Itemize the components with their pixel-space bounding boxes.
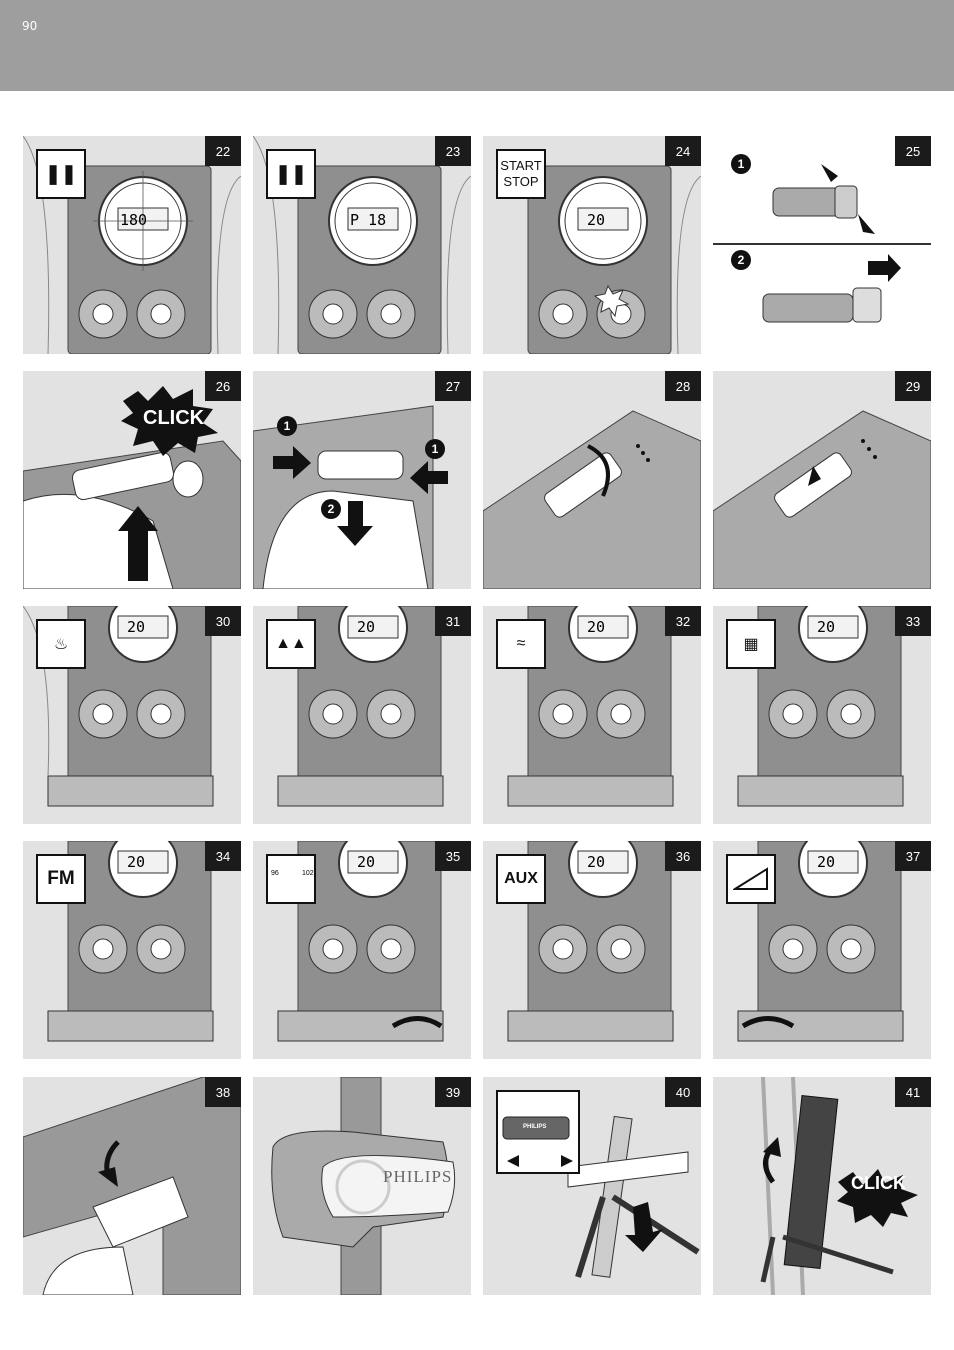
lcd-display: 20 [587,211,606,229]
step-30-panel: ♨ 20 30 [23,606,241,824]
step-32-panel: ≈ 20 32 [483,606,701,824]
device-sound-select-illustration [277,606,444,807]
device-volume-illustration [735,841,904,1042]
click-label: CLICK [851,1173,906,1193]
fm-icon: FM [36,854,86,904]
lcd-display: 20 [127,853,146,871]
lcd-display: 20 [357,618,376,636]
pause-icon: ❚❚ [36,149,86,199]
step-marker: 1 [425,439,445,459]
step-29-panel: 29 [713,371,931,589]
lcd-display: 20 [817,618,836,636]
step-38-panel: 38 [23,1077,241,1295]
step-31-panel: ▲▲ 20 31 [253,606,471,824]
step-37-panel: 20 37 [713,841,931,1059]
step-number: 23 [435,136,471,166]
device-start-illustration [527,165,701,354]
step-36-panel: AUX 20 36 [483,841,701,1059]
device-aux-illustration [507,841,674,1042]
insert-light-unit-illustration [23,386,241,589]
city-sound-icon: ▦ [726,619,776,669]
page-number: 90 [22,19,38,33]
step-22-panel: ❚❚ 180 22 [23,136,241,354]
step-40-panel: PHILIPS 40 [483,1077,701,1295]
light-unit-removal-illustration [713,164,931,323]
device-pause-illustration [253,136,471,354]
device-head-illustration [271,1077,456,1295]
device-sound-select-illustration [23,606,214,807]
brand-logo: PHILIPS [383,1167,453,1186]
step-number: 29 [895,371,931,401]
battery-cover-illustration [23,1077,241,1295]
lcd-display: P 18 [350,211,387,229]
step-number: 31 [435,606,471,636]
click-label: CLICK [143,407,205,429]
step-39-panel: PHILIPS 39 [253,1077,471,1295]
stop-label: STOP [503,174,539,189]
remove-light-unit-illustration [253,405,448,589]
freq-low: 96 [271,870,279,877]
step-26-panel: CLICK 26 [23,371,241,589]
step-number: 38 [205,1077,241,1107]
forest-sound-icon: ▲▲ [266,619,316,669]
step-number: 25 [895,136,931,166]
volume-icon [726,854,776,904]
device-fm-illustration [47,841,214,1042]
step-28-panel: 28 [483,371,701,589]
water-sound-icon: ≈ [496,619,546,669]
device-tuning-illustration [277,841,444,1042]
device-sound-select-illustration [737,606,904,807]
step-number: 30 [205,606,241,636]
light-selector-illustration [483,410,701,589]
step-marker: 1 [277,416,297,436]
lcd-display: 20 [817,853,836,871]
light-selector-illustration [713,410,931,589]
step-number: 35 [435,841,471,871]
fold-stand-illustration [760,1077,918,1295]
step-23-panel: ❚❚ P 18 23 [253,136,471,354]
step-27-panel: 1 2 1 27 [253,371,471,589]
lcd-display: 20 [127,618,146,636]
step-number: 36 [665,841,701,871]
frequency-scale-icon: 96 102 [266,854,316,904]
step-number: 27 [435,371,471,401]
step-number: 28 [665,371,701,401]
step-number: 39 [435,1077,471,1107]
step-number: 41 [895,1077,931,1107]
step-41-panel: CLICK 41 [713,1077,931,1295]
step-number: 22 [205,136,241,166]
step-number: 24 [665,136,701,166]
pause-icon: ❚❚ [266,149,316,199]
device-pause-illustration [23,136,241,354]
freq-high: 102 [302,870,314,877]
step-number: 32 [665,606,701,636]
header-bar: 90 [0,0,954,91]
lcd-display: 20 [587,853,606,871]
step-34-panel: FM 20 34 [23,841,241,1059]
lcd-display: 20 [587,618,606,636]
step-marker: 1 [731,154,751,174]
brand-logo: PHILIPS [523,1124,547,1130]
step-number: 34 [205,841,241,871]
step-35-panel: 96 102 20 35 [253,841,471,1059]
lcd-display: 20 [357,853,376,871]
classic-sound-icon: ♨ [36,619,86,669]
step-number: 26 [205,371,241,401]
step-25-panel: 1 2 25 [713,136,931,354]
device-sound-select-illustration [507,606,674,807]
start-label: START [500,158,542,173]
step-marker: 2 [731,250,751,270]
step-marker: 2 [321,499,341,519]
step-number: 33 [895,606,931,636]
step-number: 37 [895,841,931,871]
stand-mounting-illustration [496,1090,700,1278]
aux-icon: AUX [496,854,546,904]
step-33-panel: ▦ 20 33 [713,606,931,824]
lcd-display: 180 [120,211,148,229]
step-number: 40 [665,1077,701,1107]
